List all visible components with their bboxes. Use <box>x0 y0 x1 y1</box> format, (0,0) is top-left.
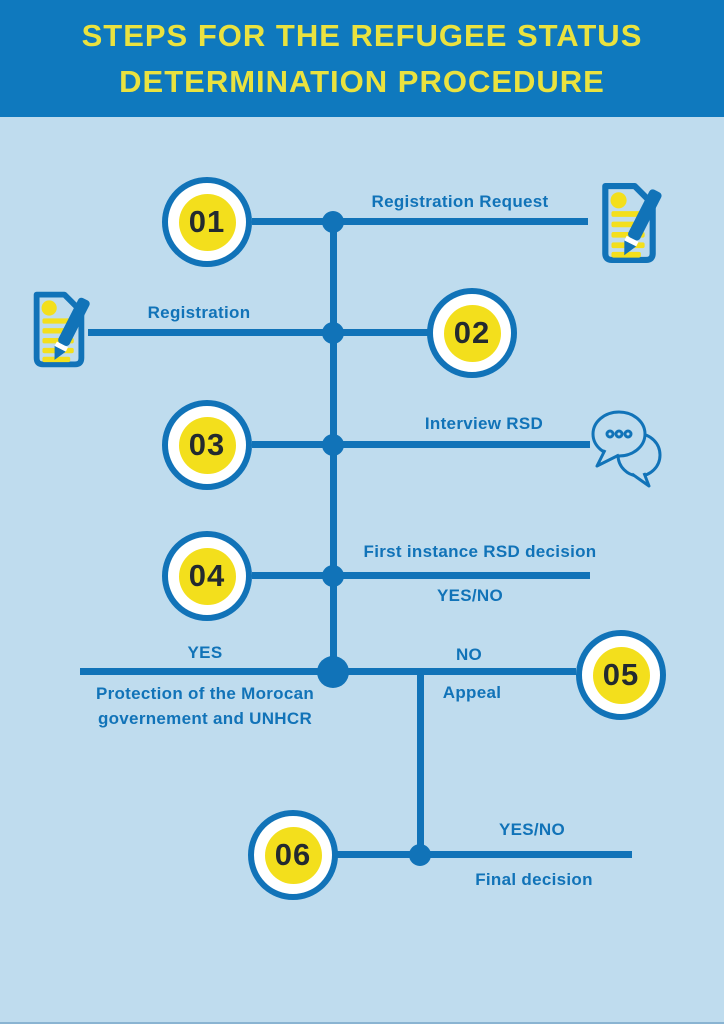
document-pen-icon <box>33 291 90 368</box>
document-pen-icon <box>602 182 662 264</box>
pen-icon <box>54 297 90 360</box>
chat-bubbles-icon <box>591 410 662 488</box>
connector-step1 <box>252 218 588 225</box>
label-registration-request: Registration Request <box>371 192 549 211</box>
appeal-branch-line <box>417 672 424 858</box>
connector-step2 <box>88 329 429 336</box>
step-circle-03: 03 <box>162 400 252 490</box>
label-appeal: Appeal <box>442 683 502 702</box>
label-interview-rsd: Interview RSD <box>424 414 544 433</box>
step-number-01: 01 <box>188 204 226 239</box>
label-yes-outcome: Protection of the Morocan governement an… <box>96 681 314 731</box>
step-number-06: 06 <box>274 837 312 872</box>
label-final-decision: Final decision <box>475 870 593 889</box>
step-number-05: 05 <box>602 657 640 692</box>
junction-dot-step4 <box>322 565 344 587</box>
step-circle-06: 06 <box>248 810 338 900</box>
connector-step3 <box>252 441 590 448</box>
step-circle-04: 04 <box>162 531 252 621</box>
label-no-branch: NO <box>455 645 483 664</box>
step-circle-05: 05 <box>576 630 666 720</box>
page-title-line-2: DETERMINATION PROCEDURE <box>119 63 605 99</box>
junction-dot-step2 <box>322 322 344 344</box>
page-title-line-1: STEPS FOR THE REFUGEE STATUS <box>81 17 643 53</box>
step-circle-02: 02 <box>427 288 517 378</box>
step-number-03: 03 <box>188 427 226 462</box>
junction-dot-step3 <box>322 434 344 456</box>
step-number-04: 04 <box>188 558 226 593</box>
step-number-02: 02 <box>453 315 491 350</box>
junction-dot-step5 <box>317 656 349 688</box>
connector-step6 <box>336 851 632 858</box>
label-first-instance-decision: First instance RSD decision <box>363 542 597 561</box>
junction-dot-step6 <box>409 844 431 866</box>
junction-dot-step1 <box>322 211 344 233</box>
header-banner: STEPS FOR THE REFUGEE STATUS DETERMINATI… <box>0 0 724 117</box>
label-yes-no-final: YES/NO <box>498 820 566 839</box>
label-yes-outcome-line-1: Protection of the Morocan <box>95 684 315 703</box>
pen-icon <box>624 189 662 256</box>
label-yes-no-first-instance: YES/NO <box>436 586 504 605</box>
label-yes-branch: YES <box>187 643 223 662</box>
label-yes-outcome-line-2: governement and UNHCR <box>97 709 313 728</box>
label-registration: Registration <box>147 303 251 322</box>
connector-step4 <box>252 572 590 579</box>
step-circle-01: 01 <box>162 177 252 267</box>
bottom-edge-line <box>0 1022 724 1024</box>
